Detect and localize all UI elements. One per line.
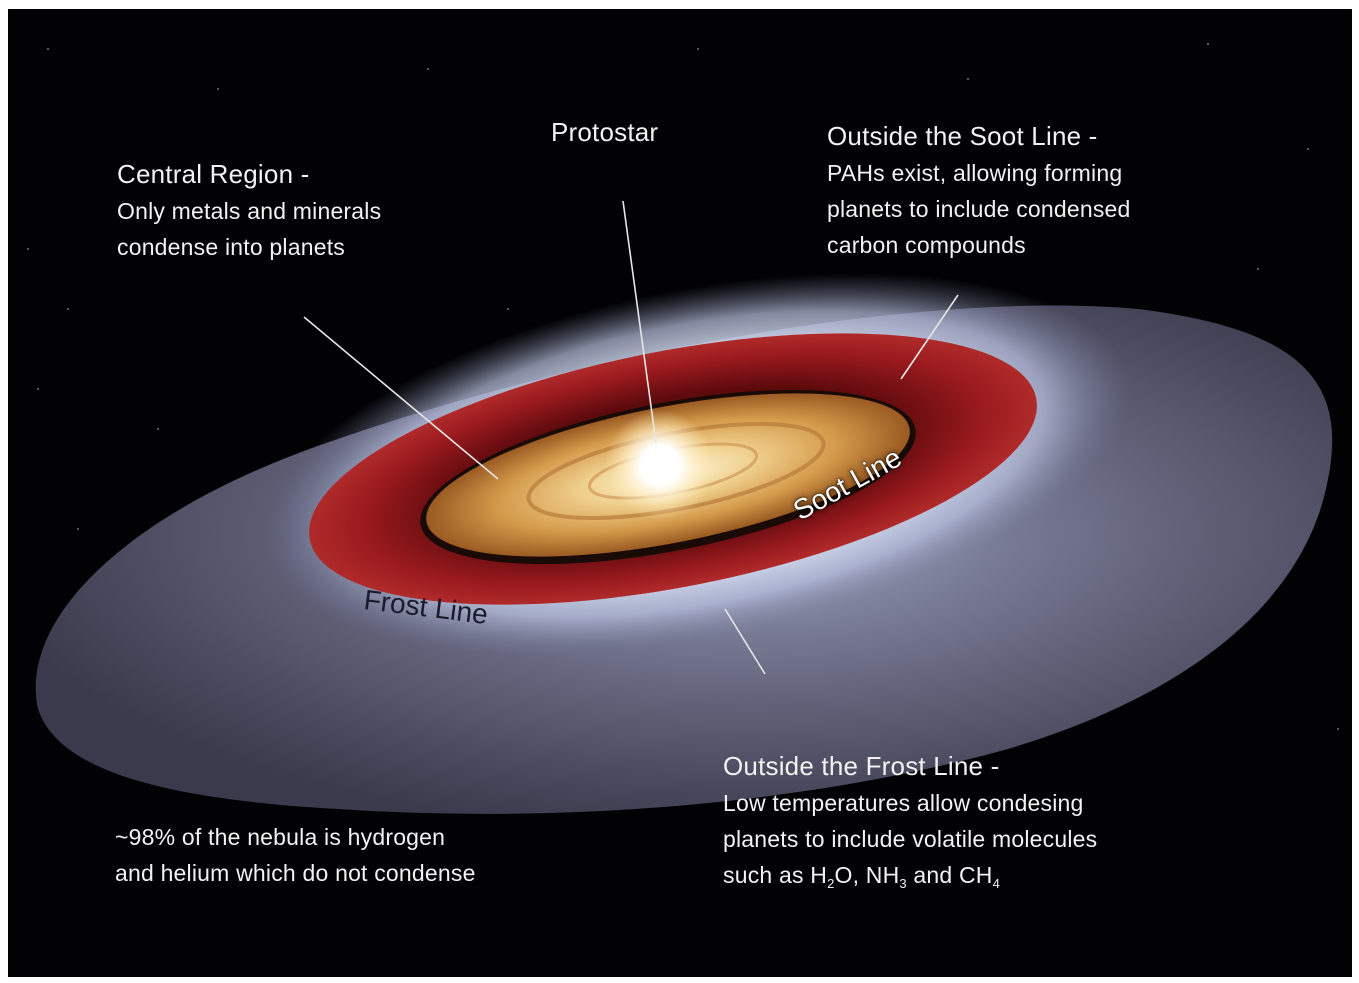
central-leader: [303, 316, 499, 480]
diagram-frame: Protostar Central Region - Only metals a…: [8, 9, 1352, 977]
formula-mid-1: O, NH: [834, 862, 900, 888]
protostar-label: Protostar: [551, 117, 659, 147]
nebula-note: ~98% of the nebula is hydrogen and heliu…: [115, 819, 476, 891]
leader-lines: [303, 200, 959, 675]
frost-line-callout: Outside the Frost Line - Low temperature…: [723, 747, 1097, 893]
subscript-2: 2: [827, 876, 835, 891]
protostar-leader: [622, 200, 657, 444]
soot-line-text-2: planets to include condensed: [827, 196, 1131, 222]
formula-mid-2: and CH: [906, 862, 993, 888]
central-region-callout: Central Region - Only metals and mineral…: [117, 155, 381, 265]
frost-line-text-3: such as H2O, NH3 and CH4: [723, 857, 1097, 893]
frost-leader: [724, 608, 766, 675]
subscript-4: 4: [992, 876, 1001, 891]
nebula-text-1: ~98% of the nebula is hydrogen: [115, 824, 446, 850]
central-region-title: Central Region -: [117, 159, 310, 189]
central-region-text-1: Only metals and minerals: [117, 198, 382, 224]
soot-line-callout: Outside the Soot Line - PAHs exist, allo…: [827, 117, 1131, 263]
subscript-3: 3: [899, 876, 907, 891]
central-region-text-2: condense into planets: [117, 234, 345, 260]
protoplanetary-disk-illustration: [27, 43, 1339, 814]
soot-line-text-3: carbon compounds: [827, 232, 1026, 258]
frost-line-text-2: planets to include volatile molecules: [723, 826, 1098, 852]
soot-line-text-1: PAHs exist, allowing forming: [827, 160, 1123, 186]
formula-prefix: such as H: [723, 862, 828, 888]
soot-line-title: Outside the Soot Line -: [827, 121, 1098, 151]
frost-line-text-1: Low temperatures allow condesing: [723, 790, 1084, 816]
frost-line-title: Outside the Frost Line -: [723, 751, 1000, 781]
soot-leader: [900, 294, 959, 380]
protostar-core: [642, 447, 678, 483]
nebula-text-2: and helium which do not condense: [115, 860, 476, 886]
